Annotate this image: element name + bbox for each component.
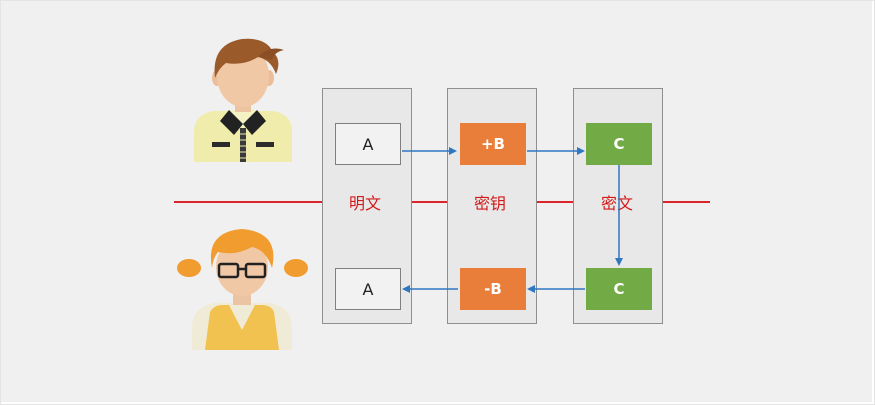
plaintext-label: 明文 (345, 194, 386, 214)
key-label: 密钥 (470, 194, 511, 214)
encrypt-key-box: +B (460, 123, 526, 165)
ciphertext-top-box: C (586, 123, 652, 165)
plaintext-panel: A A (322, 88, 412, 324)
key-panel: +B -B (447, 88, 537, 324)
plaintext-bottom-box: A (335, 268, 401, 310)
plaintext-top-box: A (335, 123, 401, 165)
ciphertext-bottom-box: C (586, 268, 652, 310)
decrypt-key-box: -B (460, 268, 526, 310)
ciphertext-label: 密文 (597, 194, 638, 214)
